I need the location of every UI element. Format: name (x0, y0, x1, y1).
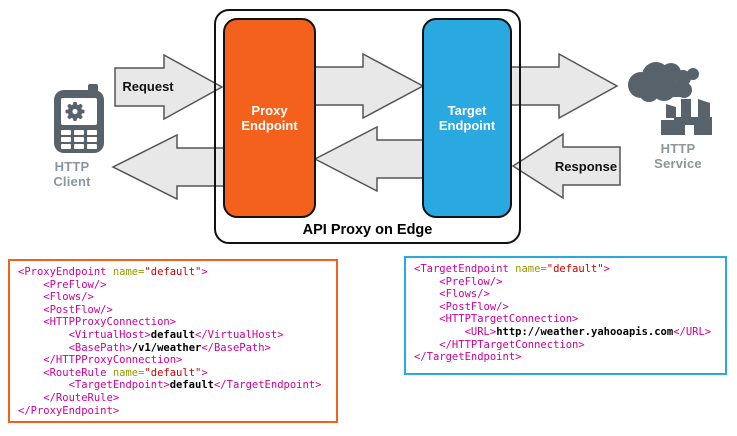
proxy-to-client-arrow (111, 133, 225, 201)
response-arrow (511, 132, 621, 200)
cloud-icon (628, 62, 699, 102)
keypad (61, 130, 97, 149)
code-line: </TargetEndpoint> (414, 351, 522, 364)
target-to-proxy-arrow (313, 125, 424, 193)
code-line: <RouteRule name="default"> (18, 366, 208, 379)
gear-icon (65, 102, 85, 121)
http-client-icon (54, 84, 104, 153)
http-service-icon (628, 62, 712, 135)
code-line: <Flows/> (18, 291, 94, 304)
code-line: </RouteRule> (18, 391, 120, 404)
code-line: </HTTPProxyConnection> (18, 354, 183, 367)
proxy-endpoint-label: Proxy Endpoint (241, 102, 298, 133)
flow-arrows (111, 52, 621, 201)
code-line: </HTTPTargetConnection> (414, 338, 585, 351)
factory-icon (661, 99, 712, 135)
api-proxy-container-label: API Proxy on Edge (302, 222, 433, 238)
proxy-to-target-arrow (314, 52, 425, 120)
code-line: <PreFlow/> (18, 278, 107, 291)
target-endpoint-box (422, 18, 512, 218)
code-line: <TargetEndpoint>default</TargetEndpoint> (18, 379, 322, 392)
code-line: <Flows/> (414, 288, 490, 301)
code-line: <TargetEndpoint name="default"> (414, 263, 610, 275)
code-line: <BasePath>/v1/weather</BasePath> (18, 341, 271, 354)
target-to-service-arrow (510, 52, 619, 120)
proxy-endpoint-box (223, 18, 316, 218)
target-endpoint-code-block: <TargetEndpoint name="default"> <PreFlow… (404, 256, 727, 375)
request-arrow-label: Request (122, 79, 174, 94)
code-line: <HTTPProxyConnection> (18, 316, 177, 329)
code-line: <HTTPTargetConnection> (414, 313, 579, 326)
code-line: <URL>http://weather.yahooapis.com</URL> (414, 325, 712, 338)
target-endpoint-label: Target Endpoint (438, 102, 496, 133)
api-proxy-container-border (214, 9, 521, 244)
proxy-endpoint-code-block: <ProxyEndpoint name="default"> <PreFlow/… (8, 259, 338, 423)
response-arrow-label: Response (554, 159, 618, 174)
code-line: <ProxyEndpoint name="default"> (18, 266, 208, 278)
code-line: <PostFlow/> (414, 300, 509, 313)
http-service-label: HTTP Service (654, 141, 702, 171)
code-line: <PreFlow/> (414, 275, 503, 288)
code-line: </ProxyEndpoint> (18, 404, 120, 417)
code-line: <PostFlow/> (18, 303, 113, 316)
http-client-label: HTTP Client (53, 159, 91, 189)
code-line: <VirtualHost>default</VirtualHost> (18, 328, 284, 341)
request-arrow (114, 53, 224, 121)
diagram-canvas (54, 9, 712, 244)
